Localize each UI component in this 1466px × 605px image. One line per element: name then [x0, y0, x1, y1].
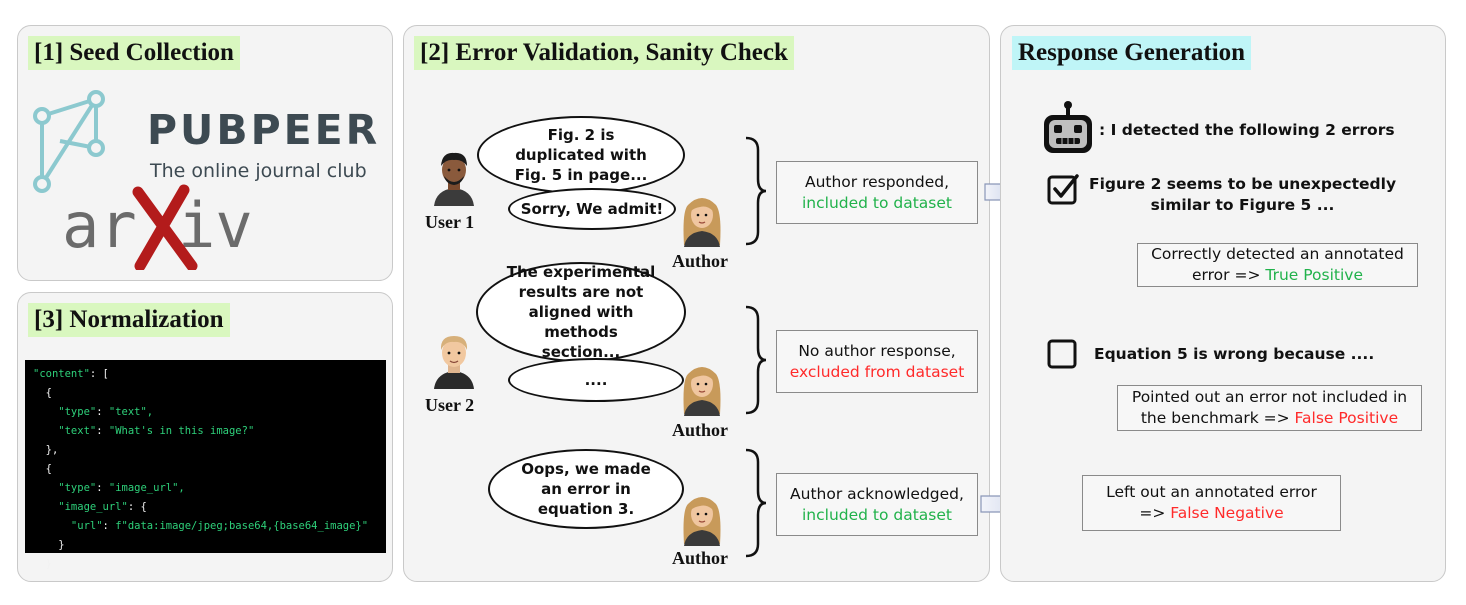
- seed-collection-title: [1] Seed Collection: [28, 36, 240, 70]
- fp-line1: Pointed out an error not included in: [1131, 388, 1408, 406]
- speech-bubble-author-3: Oops, we made an error in equation 3.: [488, 449, 684, 529]
- false-negative-box: Left out an annotated error => False Neg…: [1082, 475, 1341, 531]
- fn-line2a: =>: [1139, 504, 1171, 522]
- author-label-2: Author: [672, 420, 729, 440]
- json-code-block: "content": [ { "type": "text", "text": "…: [25, 360, 386, 570]
- speech-bubble-author-2: ....: [508, 358, 684, 402]
- validation-title: [2] Error Validation, Sanity Check: [414, 36, 794, 70]
- user1-label: User 1: [425, 212, 475, 232]
- user-avatar-icon: [434, 152, 474, 206]
- user2-label: User 2: [425, 395, 475, 415]
- checked-box-icon: [1047, 174, 1079, 205]
- author-avatar-icon: [683, 198, 721, 247]
- user-avatar-icon: [434, 336, 474, 389]
- curly-brace-icon: [745, 136, 767, 246]
- code-line: }: [33, 558, 52, 570]
- robot-statement: : I detected the following 2 errors: [1099, 121, 1395, 139]
- status-box-line1: Author acknowledged,: [790, 484, 964, 503]
- author-label-3: Author: [672, 548, 729, 568]
- code-line: "image_url": {: [33, 501, 147, 513]
- false-positive-box: Pointed out an error not included in the…: [1117, 385, 1422, 431]
- author-avatar-icon: [683, 497, 721, 546]
- code-line: {: [33, 387, 52, 399]
- code-line: },: [33, 444, 59, 456]
- tp-line1: Correctly detected an annotated: [1151, 245, 1404, 263]
- speech-bubble-user2: The experimental results are not aligned…: [476, 262, 686, 362]
- curly-brace-icon: [745, 305, 767, 415]
- fp-label: False Positive: [1294, 409, 1399, 427]
- fn-label: False Negative: [1170, 504, 1284, 522]
- normalization-title: [3] Normalization: [28, 303, 230, 337]
- pubpeer-logo-icon: [33, 90, 105, 193]
- true-positive-box: Correctly detected an annotated error =>…: [1137, 243, 1418, 287]
- status-box-no-response: No author response, excluded from datase…: [776, 330, 978, 393]
- tp-label: True Positive: [1265, 266, 1363, 284]
- code-line: "url": f"data:image/jpeg;base64,{base64_…: [33, 520, 369, 532]
- detected-error-2: Equation 5 is wrong because ....: [1094, 345, 1375, 363]
- speech-bubble-user1: Fig. 2 is duplicated with Fig. 5 in page…: [477, 116, 685, 194]
- status-box-responded: Author responded, included to dataset: [776, 161, 978, 224]
- author-label-1: Author: [672, 251, 729, 271]
- svg-text:ar: ar: [62, 189, 137, 262]
- code-line: }: [33, 539, 65, 551]
- svg-text:iv: iv: [178, 189, 253, 262]
- speech-bubble-author-1: Sorry, We admit!: [508, 188, 676, 230]
- detected-error-1: Figure 2 seems to be unexpectedly simila…: [1089, 174, 1396, 216]
- detected-error-1-line1: Figure 2 seems to be unexpectedly: [1089, 175, 1397, 193]
- status-box-line2: included to dataset: [801, 193, 952, 212]
- code-line: "text": "What's in this image?": [33, 425, 255, 437]
- pubpeer-name: PUBPEER: [147, 106, 381, 154]
- status-box-line2: included to dataset: [801, 505, 952, 524]
- status-box-line1: Author responded,: [804, 172, 950, 191]
- code-line: {: [33, 463, 52, 475]
- author-avatar-icon: [683, 367, 721, 416]
- detected-error-1-line2: similar to Figure 5 ...: [1150, 196, 1335, 214]
- status-box-acknowledged: Author acknowledged, included to dataset: [776, 473, 978, 536]
- fn-line1: Left out an annotated error: [1106, 483, 1317, 501]
- empty-box-icon: [1047, 339, 1077, 369]
- code-line: "type": "text",: [33, 406, 154, 418]
- robot-icon: [1044, 101, 1092, 153]
- code-line: "content": [: [33, 368, 109, 380]
- tp-line2a: error =>: [1192, 266, 1266, 284]
- arxiv-logo-icon: ar iv: [62, 184, 253, 270]
- status-box-line1: No author response,: [798, 341, 956, 360]
- curly-brace-icon: [745, 448, 767, 558]
- fp-line2a: the benchmark =>: [1140, 409, 1295, 427]
- status-box-line2: excluded from dataset: [789, 362, 965, 381]
- code-line: "type": "image_url",: [33, 482, 185, 494]
- pubpeer-tagline: The online journal club: [150, 160, 367, 182]
- response-title: Response Generation: [1012, 36, 1252, 70]
